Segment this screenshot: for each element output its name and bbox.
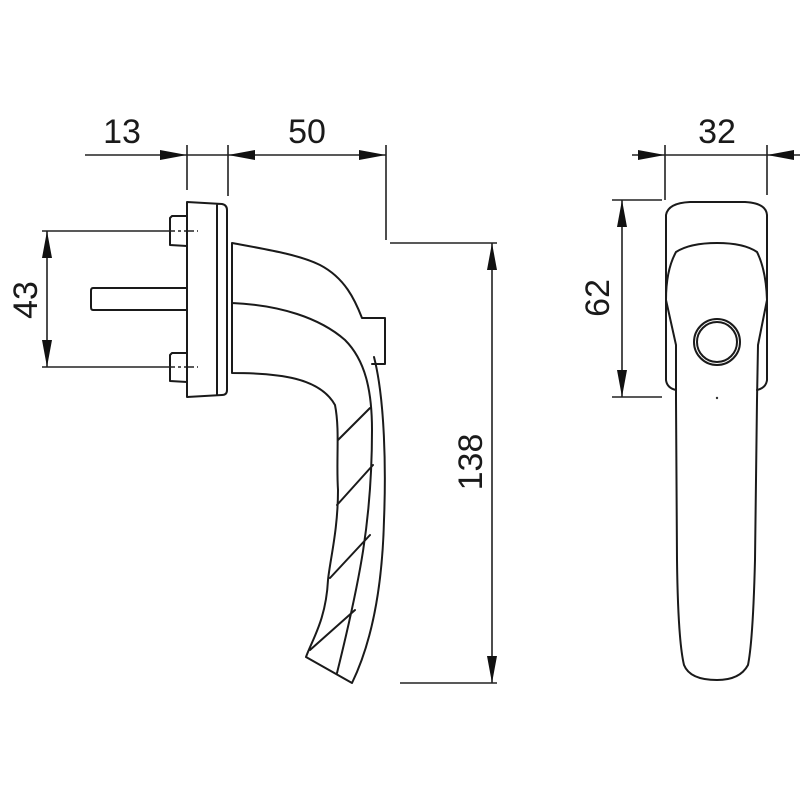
dim-label-32: 32 bbox=[698, 113, 736, 151]
front-handle bbox=[665, 242, 768, 681]
dim-label-138: 138 bbox=[452, 434, 490, 491]
screw-bottom bbox=[169, 352, 188, 383]
screw-centerlines bbox=[165, 230, 198, 368]
dim-label-50: 50 bbox=[288, 113, 326, 151]
key-lock-icon bbox=[693, 318, 741, 366]
front-rosette bbox=[665, 201, 768, 391]
screw-top bbox=[169, 215, 188, 247]
dimension-lines bbox=[42, 145, 800, 684]
side-view bbox=[90, 201, 386, 684]
rosette bbox=[186, 201, 228, 398]
key-lock-inner bbox=[696, 321, 738, 363]
handle-body bbox=[231, 242, 386, 684]
center-mark bbox=[715, 396, 719, 400]
front-view bbox=[665, 201, 768, 681]
dimension-labels: 13 50 32 43 138 62 bbox=[7, 113, 736, 490]
dim-label-13: 13 bbox=[103, 113, 141, 151]
dim-label-62: 62 bbox=[579, 279, 617, 317]
spindle bbox=[90, 287, 188, 311]
dim-label-43: 43 bbox=[7, 281, 45, 319]
